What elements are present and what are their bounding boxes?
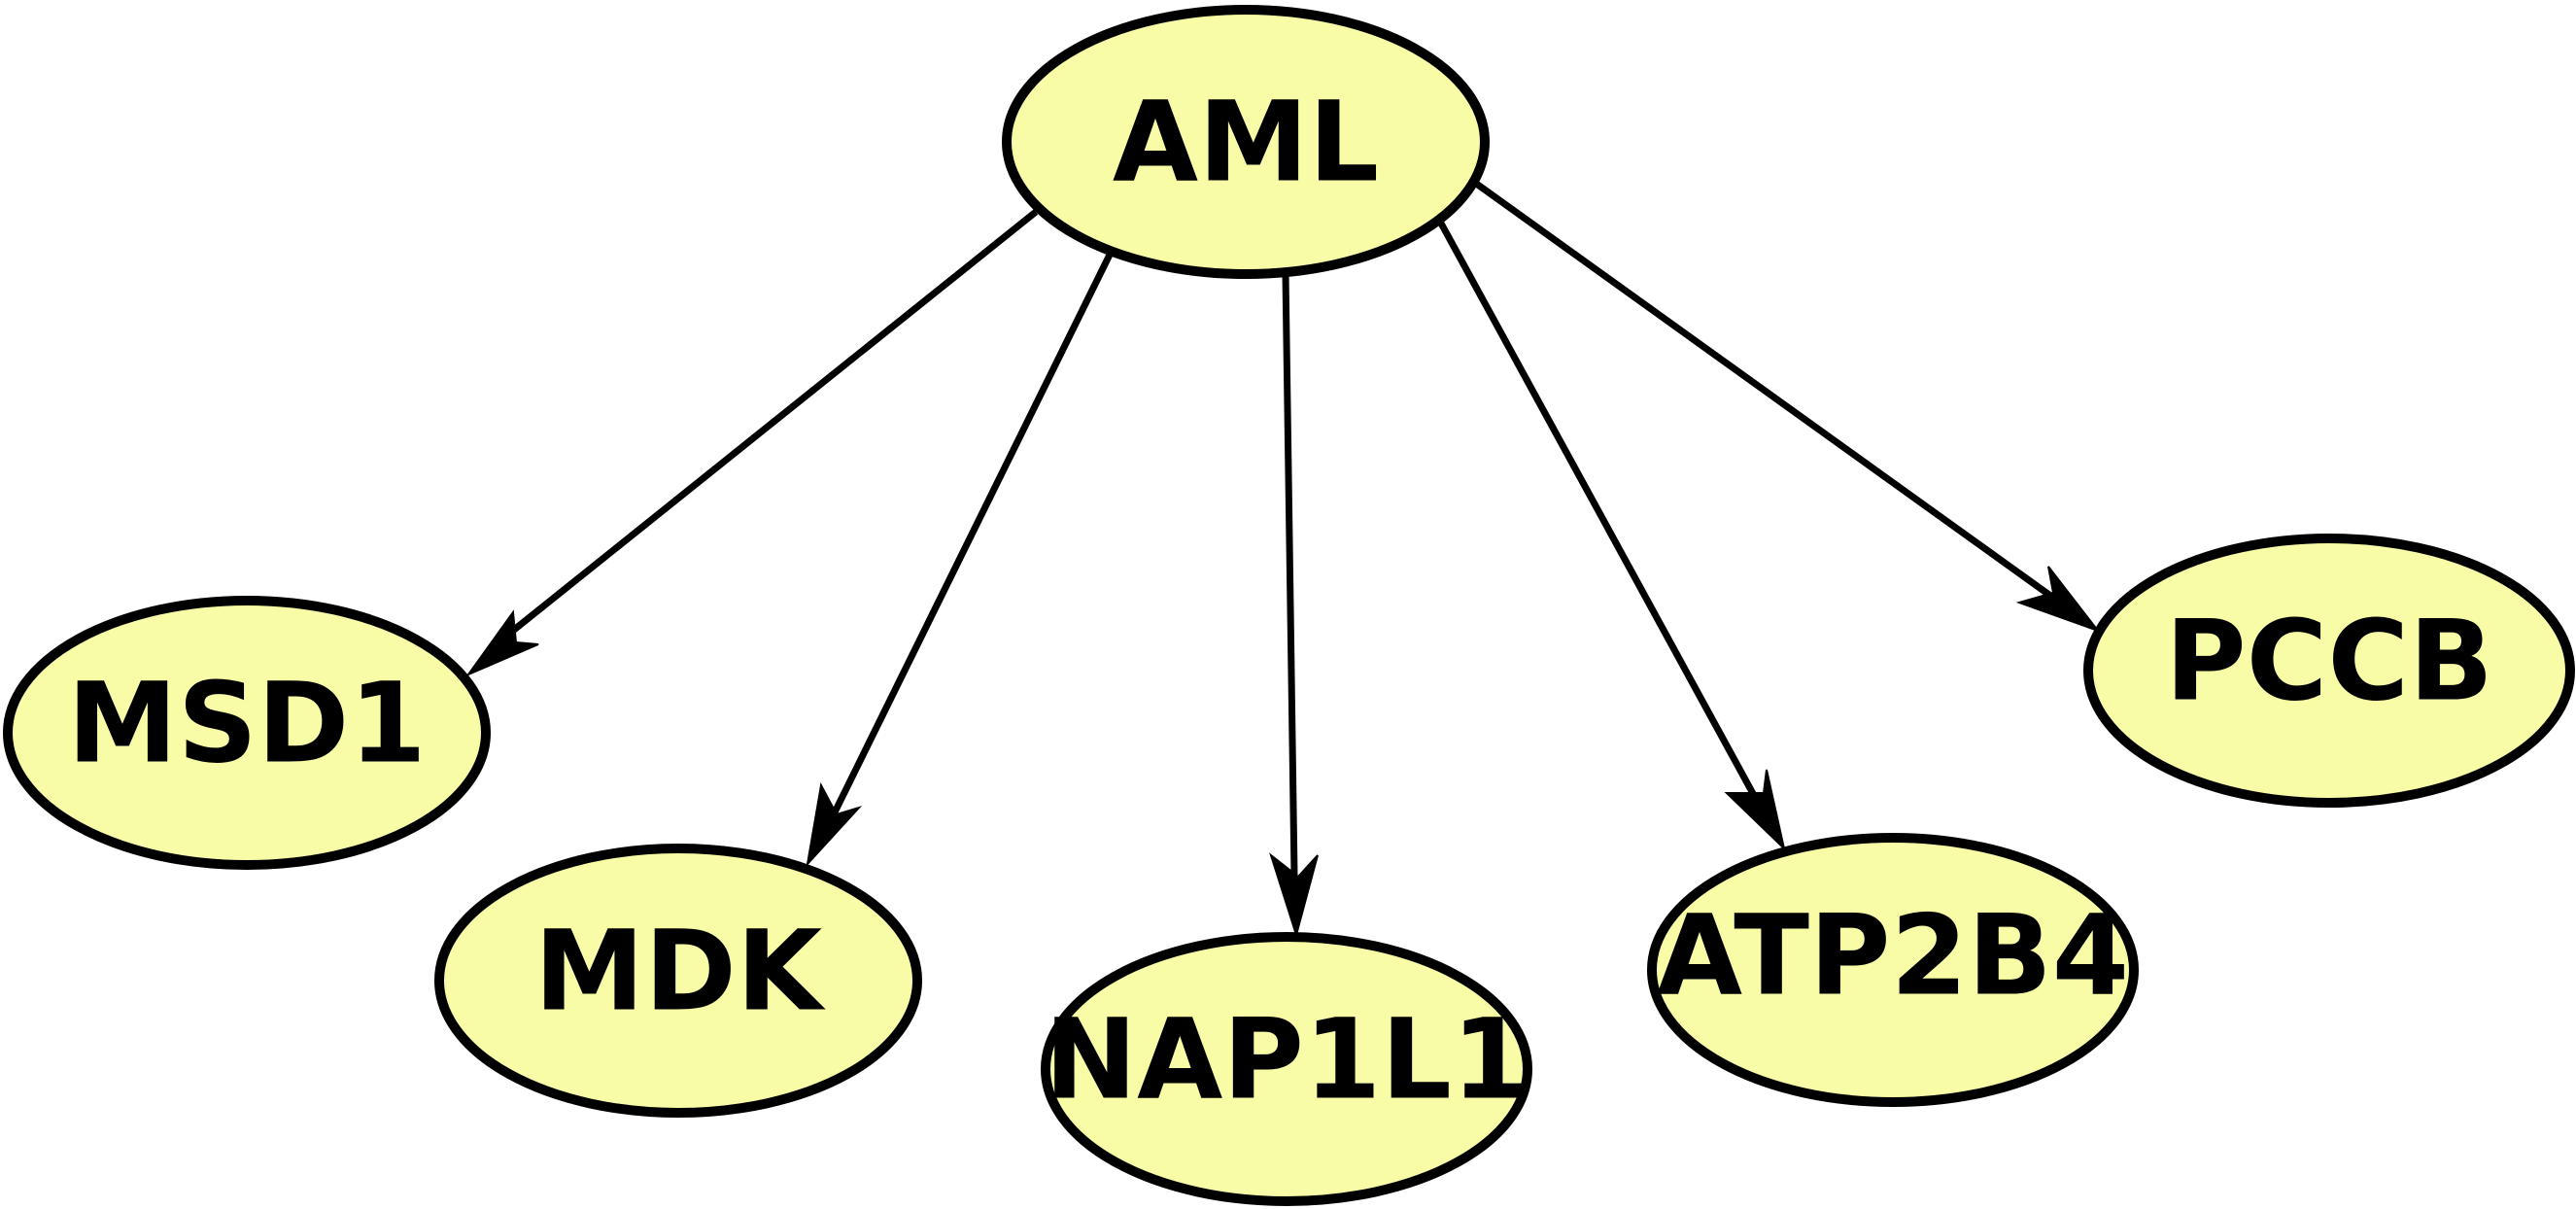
node-ellipse [1647,833,2139,1107]
node-ellipse [434,844,922,1118]
node-label: ATP2B4 [1657,891,2129,1020]
edge-aml-to-pccb [1472,180,2101,634]
edge-aml-to-msd1 [465,209,1039,677]
edge-line [1472,180,2063,605]
node-aml: AML [1002,5,1490,279]
node-label: MDK [534,907,826,1036]
edge-line [1435,218,1766,812]
node-ellipse [3,596,491,870]
arrowhead-icon [1724,769,1786,852]
edge-aml-to-atp2b4 [1435,218,1786,852]
node-msd1: MSD1 [3,596,491,870]
arrowhead-icon [806,781,863,868]
node-label: NAP1L1 [1045,995,1528,1124]
node-ellipse [2083,534,2575,808]
node-pccb: PCCB [2083,534,2575,808]
node-ellipse [1002,5,1490,279]
arrowhead-icon [2015,566,2101,634]
edge-line [497,209,1039,644]
node-label: MSD1 [67,659,427,788]
edge-aml-to-mdk [806,253,1114,868]
nodes-layer: AML MSD1 MDK NAP1L1 ATP2B4 PCCB [3,5,2575,1206]
node-label: PCCB [2165,597,2493,726]
node-nap1l1: NAP1L1 [1041,932,1532,1206]
node-ellipse [1041,932,1532,1206]
edge-line [825,253,1114,826]
arrowhead-icon [1269,852,1319,939]
node-atp2b4: ATP2B4 [1647,833,2139,1107]
edge-line [1282,273,1298,876]
edges-layer [465,180,2101,939]
edge-aml-to-nap1l1 [1269,273,1319,939]
arrowhead-icon [465,609,539,677]
node-mdk: MDK [434,844,922,1118]
node-label: AML [1113,78,1379,207]
